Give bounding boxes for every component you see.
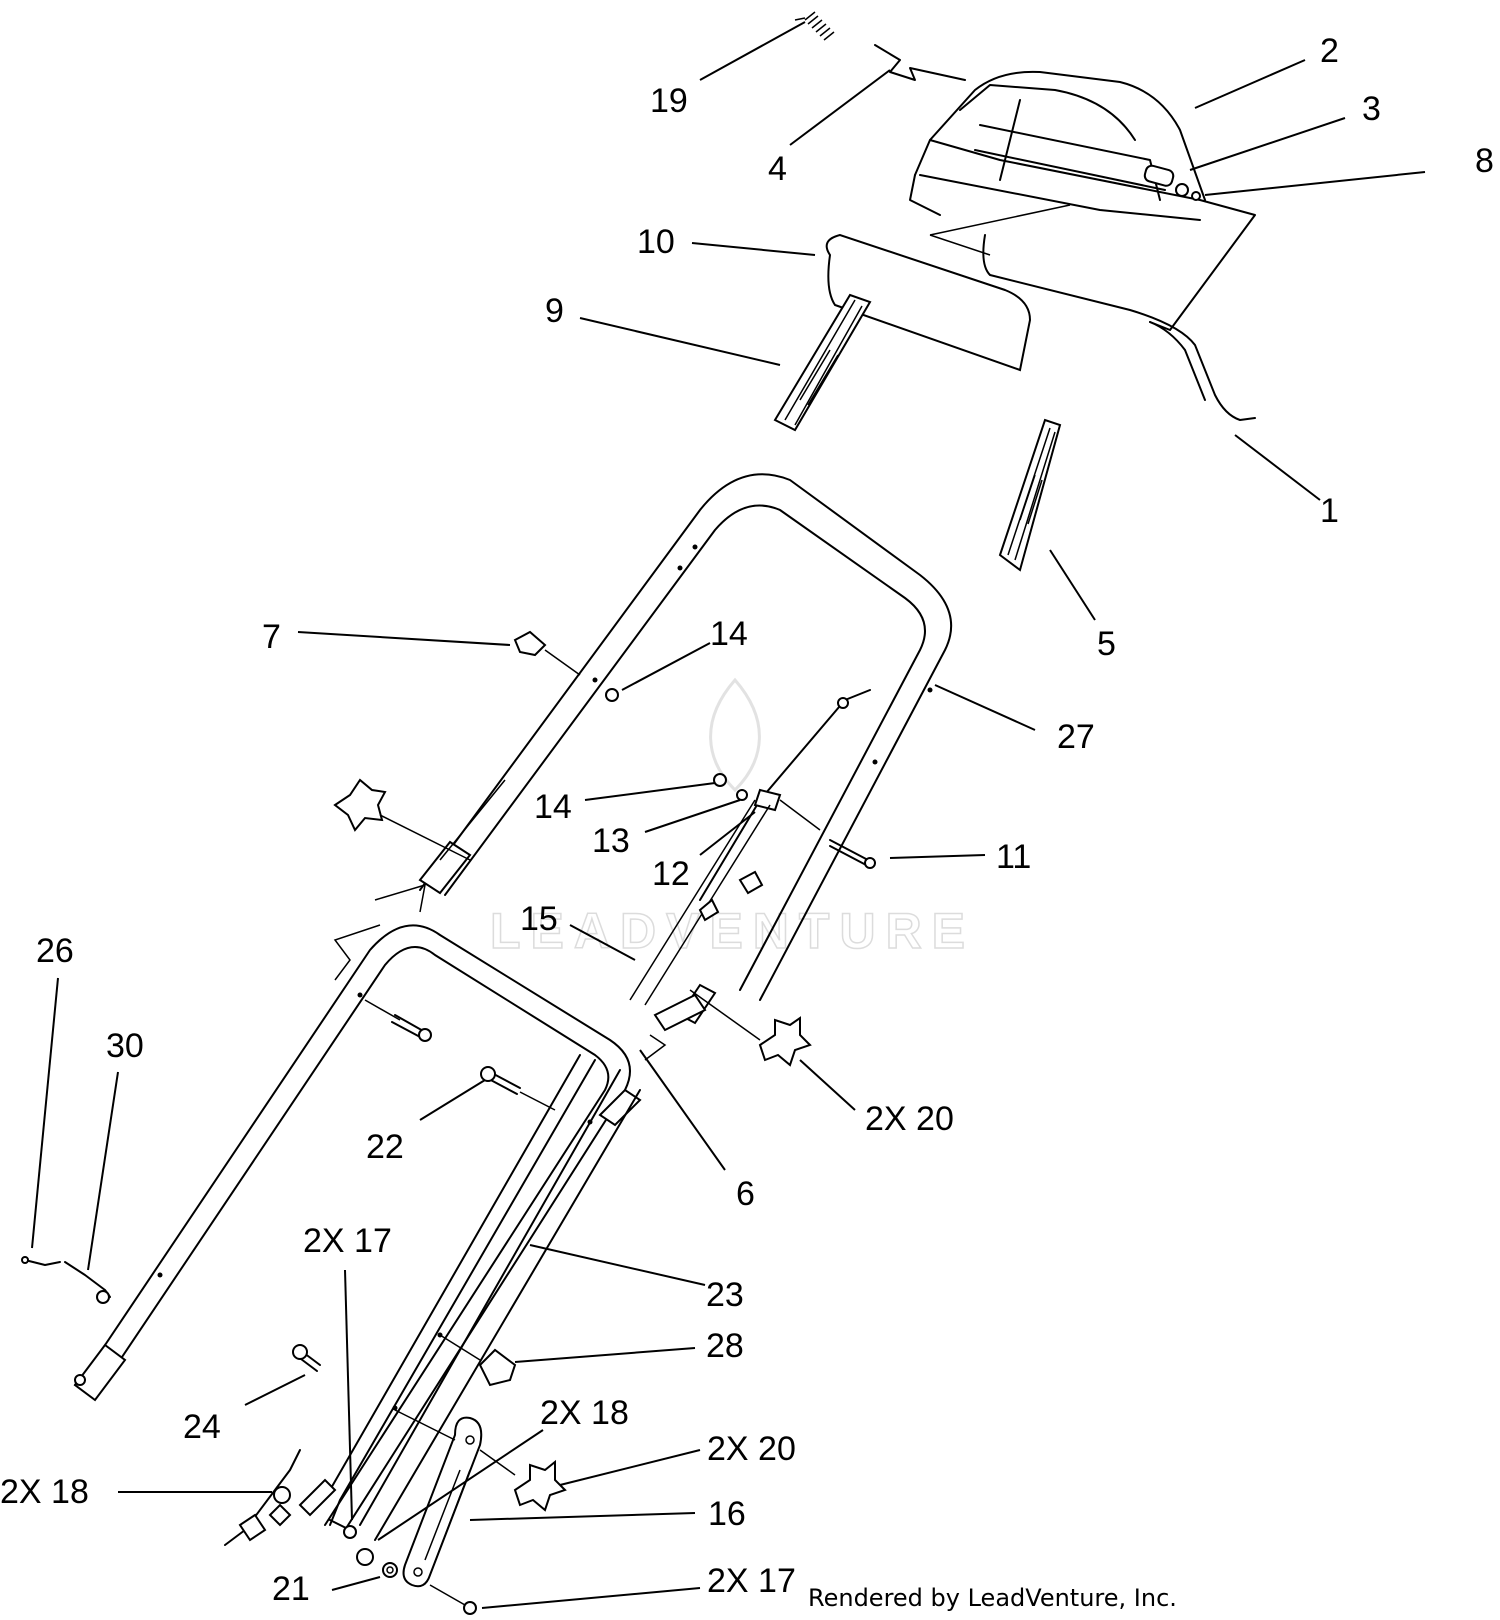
label-16: 16 bbox=[708, 1495, 746, 1533]
bolt-11-axis bbox=[779, 799, 821, 831]
label-18-left: 2X 18 bbox=[0, 1473, 89, 1511]
cable-guide-28 bbox=[478, 1348, 517, 1387]
label-15: 15 bbox=[520, 900, 558, 938]
label-11: 11 bbox=[996, 838, 1031, 876]
cable-clip-assembly bbox=[629, 689, 871, 1006]
label-30: 30 bbox=[106, 1027, 144, 1065]
cable-lower-end bbox=[224, 1449, 301, 1546]
label-24: 24 bbox=[183, 1408, 221, 1446]
label-14-lower: 14 bbox=[534, 788, 572, 826]
label-21: 21 bbox=[272, 1570, 310, 1608]
label-20-upper: 2X 20 bbox=[865, 1100, 954, 1138]
label-22: 22 bbox=[366, 1128, 404, 1166]
label-18-right: 2X 18 bbox=[540, 1394, 629, 1432]
watermark-text: LEADVENTURE bbox=[490, 903, 975, 959]
leadventure-watermark: LEADVENTURE bbox=[489, 677, 975, 960]
label-26: 26 bbox=[36, 932, 74, 970]
label-10: 10 bbox=[637, 223, 675, 261]
label-19: 19 bbox=[650, 82, 688, 120]
label-7: 7 bbox=[262, 618, 281, 656]
label-14-upper: 14 bbox=[710, 615, 748, 653]
label-9: 9 bbox=[545, 292, 564, 330]
bolt-7 bbox=[513, 630, 547, 657]
channel-right bbox=[998, 418, 1062, 572]
label-23: 23 bbox=[706, 1276, 744, 1314]
callout-labels: 1 2 3 4 5 6 7 8 9 10 11 12 13 14 14 15 1… bbox=[0, 32, 1494, 1608]
label-4: 4 bbox=[768, 150, 787, 188]
label-6: 6 bbox=[736, 1175, 755, 1213]
bolt-11 bbox=[829, 839, 869, 867]
bracket-16 bbox=[402, 1416, 483, 1588]
channel-left bbox=[773, 293, 872, 432]
render-credit: Rendered by LeadVenture, Inc. bbox=[808, 1584, 1177, 1612]
label-8: 8 bbox=[1475, 142, 1494, 180]
label-17-upper: 2X 17 bbox=[303, 1222, 392, 1260]
label-17-lower: 2X 17 bbox=[707, 1562, 796, 1600]
knob-20-upper bbox=[758, 1016, 812, 1067]
label-12: 12 bbox=[652, 855, 690, 893]
label-2: 2 bbox=[1320, 32, 1339, 70]
upper-handle-assembly bbox=[794, 11, 1256, 421]
label-28: 28 bbox=[706, 1327, 744, 1365]
break-marks bbox=[333, 883, 667, 1061]
knob-upper-left bbox=[333, 778, 387, 832]
label-27: 27 bbox=[1057, 718, 1095, 756]
nut-14-upper bbox=[605, 688, 619, 702]
lower-handle-tube bbox=[73, 924, 642, 1541]
label-1: 1 bbox=[1320, 492, 1339, 530]
nut-18 bbox=[356, 1548, 374, 1566]
label-5: 5 bbox=[1097, 625, 1116, 663]
cable-end-26-30 bbox=[21, 1256, 111, 1304]
label-13: 13 bbox=[592, 822, 630, 860]
leader-lines bbox=[31, 21, 1426, 1609]
label-20-lower: 2X 20 bbox=[707, 1430, 796, 1468]
grip-pad bbox=[825, 233, 1032, 372]
knob-20-lower bbox=[513, 1459, 567, 1512]
mount-lower bbox=[653, 993, 707, 1032]
label-3: 3 bbox=[1362, 90, 1381, 128]
